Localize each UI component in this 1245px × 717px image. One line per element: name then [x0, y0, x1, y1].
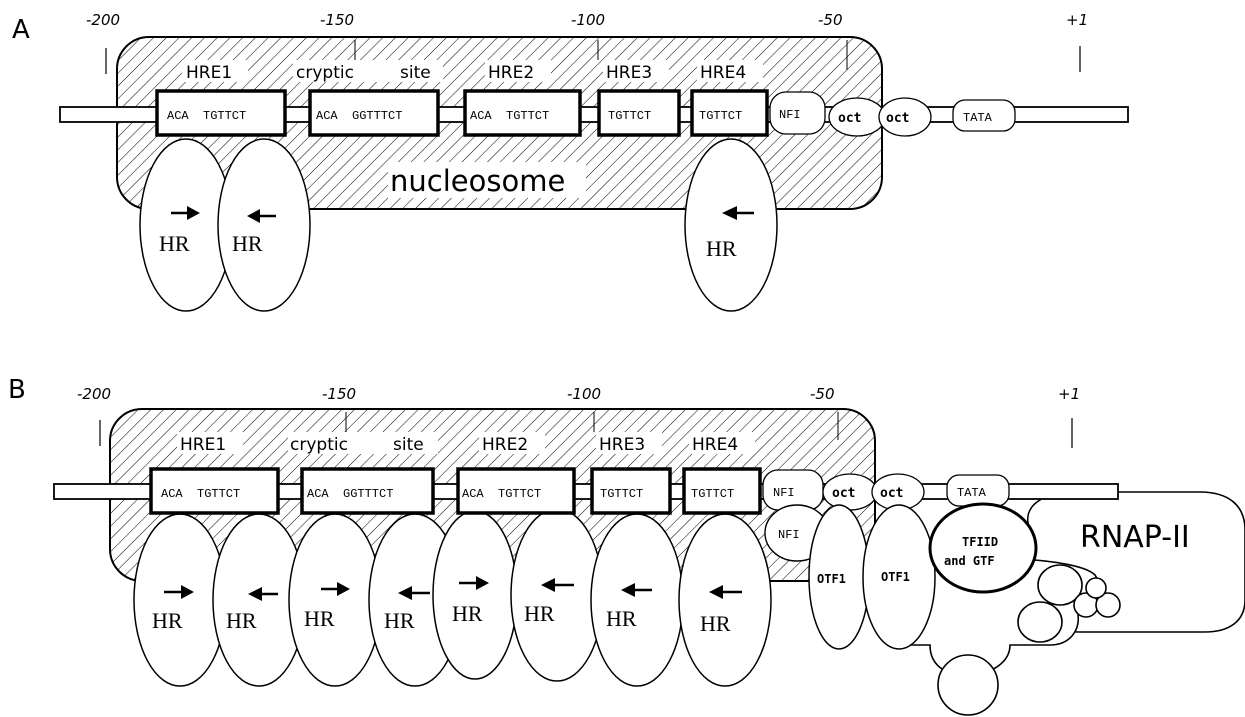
tfiid-label: TFIID — [962, 535, 998, 549]
tick-b-minus100: -100 — [567, 385, 601, 403]
label-hre1: HRE1 — [180, 435, 226, 455]
label-cryptic: cryptic — [296, 63, 354, 83]
seq-hre1: ACA TGTTCT — [161, 487, 240, 501]
gtf-subunit — [1086, 578, 1106, 598]
oct-label: oct — [886, 111, 909, 126]
nfi-label: NFI — [773, 486, 795, 500]
hr-label: HR — [524, 601, 555, 626]
hr-label: HR — [304, 606, 335, 631]
tata-label: TATA — [957, 486, 987, 500]
label-site: site — [393, 435, 424, 455]
hr-label: HR — [452, 601, 483, 626]
seq-hre4: TGTTCT — [691, 487, 734, 501]
seq-hre4: TGTTCT — [699, 109, 742, 123]
tick-a-minus200: -200 — [86, 11, 120, 29]
hr-label: HR — [606, 606, 637, 631]
hr-receptor — [679, 514, 771, 686]
seq-hre3: TGTTCT — [600, 487, 643, 501]
tata-label: TATA — [963, 111, 993, 125]
gtf-subunit — [1018, 602, 1062, 642]
hr-label: HR — [232, 231, 263, 256]
hr-label: HR — [384, 608, 415, 633]
seq-cryptic: ACA GGTTTCT — [316, 109, 402, 123]
label-hre3: HRE3 — [606, 63, 652, 83]
tick-a-minus100: -100 — [571, 11, 605, 29]
hr-receptor — [289, 514, 381, 686]
hr-receptor — [134, 514, 226, 686]
label-hre2: HRE2 — [488, 63, 534, 83]
tick-b-minus150: -150 — [322, 385, 356, 403]
tick-b-plus1: +1 — [1058, 385, 1080, 403]
hr-receptor — [511, 509, 603, 681]
hr-label: HR — [700, 611, 731, 636]
seq-cryptic: ACA GGTTTCT — [307, 487, 393, 501]
gtf-subunit — [938, 655, 998, 715]
tick-b-minus200: -200 — [77, 385, 111, 403]
seq-hre2: ACA TGTTCT — [462, 487, 541, 501]
label-hre1: HRE1 — [186, 63, 232, 83]
oct-label: oct — [880, 486, 903, 501]
panel-a-letter: A — [12, 15, 30, 45]
hr-receptor — [218, 139, 310, 311]
label-hre4: HRE4 — [700, 63, 746, 83]
hr-label: HR — [226, 608, 257, 633]
label-site: site — [400, 63, 431, 83]
hr-label: HR — [159, 231, 190, 256]
panel-a: A -200 -150 -100 -50 +1 HRE1 cryptic sit… — [12, 11, 1128, 311]
nfi-protein-label: NFI — [778, 528, 800, 542]
nucleosome-label: nucleosome — [390, 164, 565, 198]
tick-b-minus50: -50 — [810, 385, 835, 403]
tick-a-plus1: +1 — [1066, 11, 1088, 29]
seq-hre2: ACA TGTTCT — [470, 109, 549, 123]
gtf-label: and GTF — [944, 554, 995, 568]
panel-b-letter: B — [8, 375, 26, 405]
hr-receptor — [685, 139, 777, 311]
oct-label: oct — [832, 486, 855, 501]
panel-b: B -200 -150 -100 -50 +1 RNAP-II — [8, 375, 1245, 715]
label-hre2: HRE2 — [482, 435, 528, 455]
otf1-label: OTF1 — [817, 572, 846, 586]
tick-a-minus150: -150 — [320, 11, 354, 29]
tick-a-minus50: -50 — [818, 11, 843, 29]
label-cryptic: cryptic — [290, 435, 348, 455]
hr-label: HR — [706, 236, 737, 261]
seq-hre1: ACA TGTTCT — [167, 109, 246, 123]
rnap-label: RNAP-II — [1080, 520, 1190, 555]
oct-label: oct — [838, 111, 861, 126]
hr-receptor — [591, 514, 683, 686]
label-hre3: HRE3 — [599, 435, 645, 455]
hr-receptor — [433, 511, 517, 679]
seq-hre3: TGTTCT — [608, 109, 651, 123]
nfi-label: NFI — [779, 108, 801, 122]
label-hre4: HRE4 — [692, 435, 738, 455]
otf1-label: OTF1 — [881, 570, 910, 584]
hr-label: HR — [152, 608, 183, 633]
